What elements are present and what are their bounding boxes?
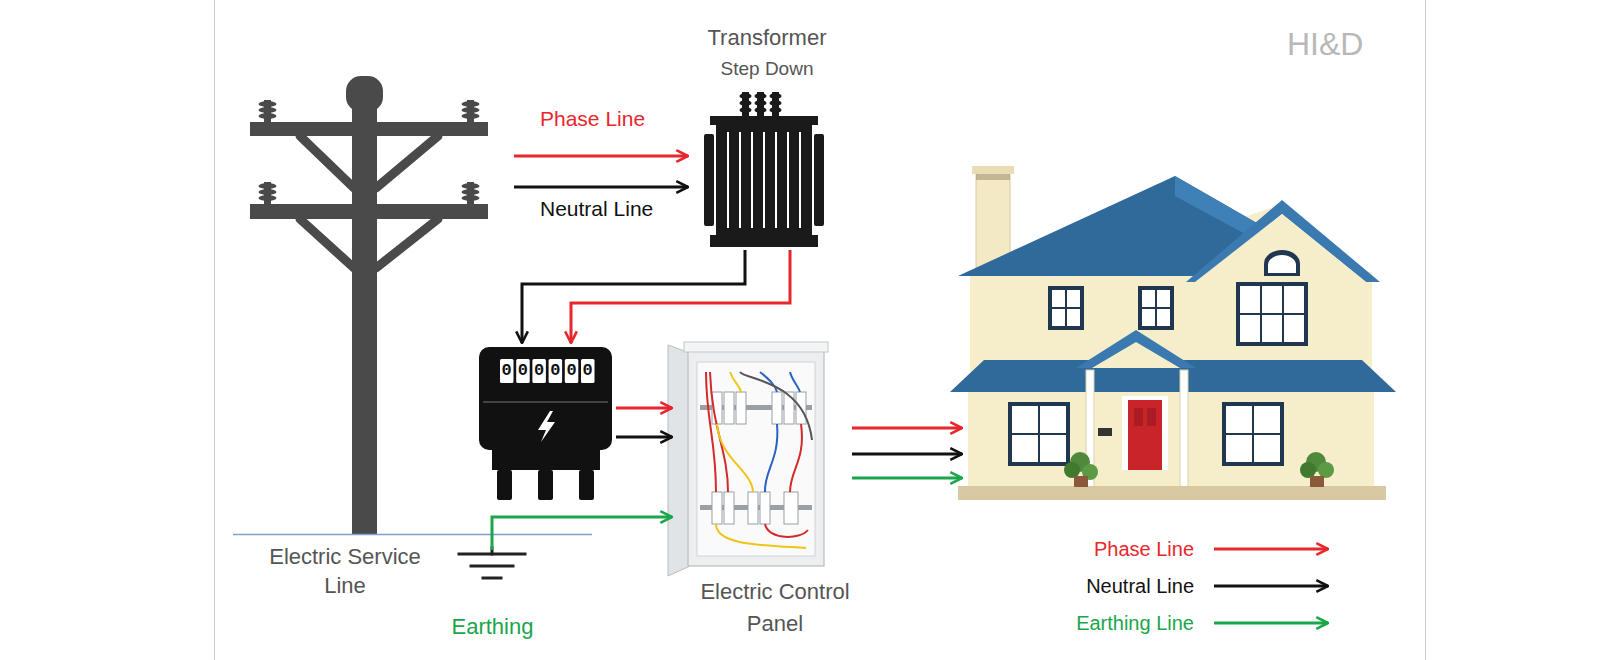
node-text: Earthing: [452, 613, 534, 642]
house-drawing: [950, 166, 1396, 500]
energy-meter: 000000: [479, 345, 612, 500]
wire-connector: [616, 436, 672, 439]
transformer-drawing: [704, 92, 824, 247]
ground-line: [233, 534, 592, 535]
wire-connector: [514, 155, 688, 158]
node-text: Step Down: [721, 57, 814, 82]
control-panel-drawing: [668, 342, 828, 576]
legend-text: Earthing Line: [990, 610, 1194, 636]
frame-line: [1425, 0, 1426, 660]
electric-control-panel: Electric Control Panel: [676, 338, 874, 640]
node-text: 000000: [502, 359, 599, 383]
wire-connector: [514, 186, 688, 189]
edge-label: Neutral Line: [537, 196, 656, 222]
wire-connector: [616, 407, 672, 410]
wire-connector: [522, 250, 745, 343]
wire-connector: [571, 250, 790, 343]
earthing-point: Earthing: [445, 550, 540, 642]
step-down-transformer: TransformerStep Down: [692, 18, 842, 250]
house-feed-wires: [852, 428, 962, 478]
watermark: HI&D: [1287, 26, 1363, 63]
wire-connector: [492, 517, 672, 550]
legend-text: Phase Line: [990, 536, 1194, 562]
node-text: Electric Service Line: [250, 543, 440, 600]
utility-pole-drawing: [250, 76, 488, 535]
energy-meter-drawing: [479, 347, 612, 500]
utility-pole: Electric Service Line: [240, 70, 510, 537]
frame-line: [214, 0, 215, 660]
node-text: Transformer: [708, 24, 827, 53]
earthing-symbol: [459, 548, 525, 578]
edge-label: Phase Line: [537, 106, 648, 132]
legend-arrows: [1214, 549, 1328, 623]
legend-text: Neutral Line: [990, 573, 1194, 599]
node-text: Electric Control Panel: [676, 576, 874, 640]
